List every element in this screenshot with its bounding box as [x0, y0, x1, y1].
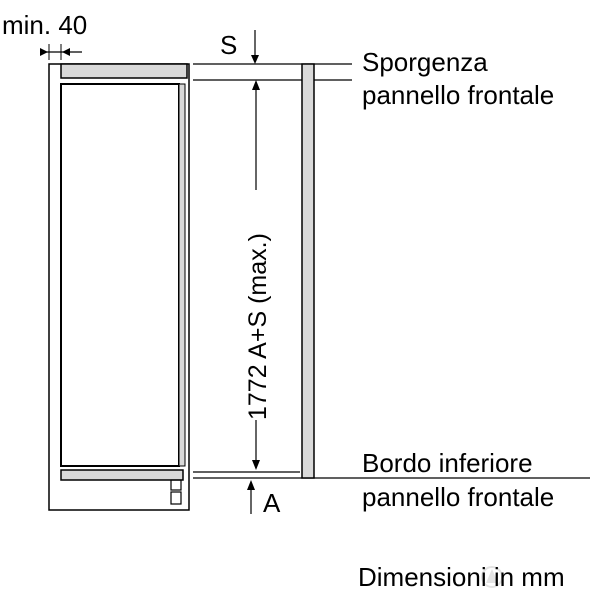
- height-label: 1772 A+S (max.): [244, 233, 272, 420]
- foot-upper: [170, 479, 182, 491]
- bottom-callout-line1: Bordo inferiore: [362, 448, 533, 478]
- front-panel: [301, 63, 315, 479]
- watermark-emblem-shape: [486, 569, 498, 583]
- gap-arrow-left: [62, 48, 70, 56]
- a-label: A: [263, 488, 281, 518]
- top-callout-line2: pannello frontale: [362, 80, 554, 110]
- s-arrow: [251, 55, 259, 64]
- appliance-side-strip: [178, 83, 186, 467]
- height-arrow-top: [252, 80, 260, 90]
- appliance-body: [60, 83, 180, 467]
- top-callout-line1: Sporgenza: [362, 47, 488, 77]
- height-arrow-bottom: [252, 460, 260, 470]
- watermark-emblem-icon: [481, 566, 503, 588]
- foot-lower: [170, 491, 182, 505]
- watermark-logo: [481, 566, 503, 588]
- bottom-panel: [60, 469, 184, 481]
- top-panel: [60, 63, 188, 79]
- bottom-callout-line2: pannello frontale: [362, 482, 554, 512]
- units-label: Dimensioni in mm: [358, 562, 565, 592]
- a-arrow: [247, 480, 255, 490]
- s-label: S: [220, 30, 237, 60]
- gap-arrow-right: [40, 48, 48, 56]
- gap-label: min. 40: [2, 10, 87, 40]
